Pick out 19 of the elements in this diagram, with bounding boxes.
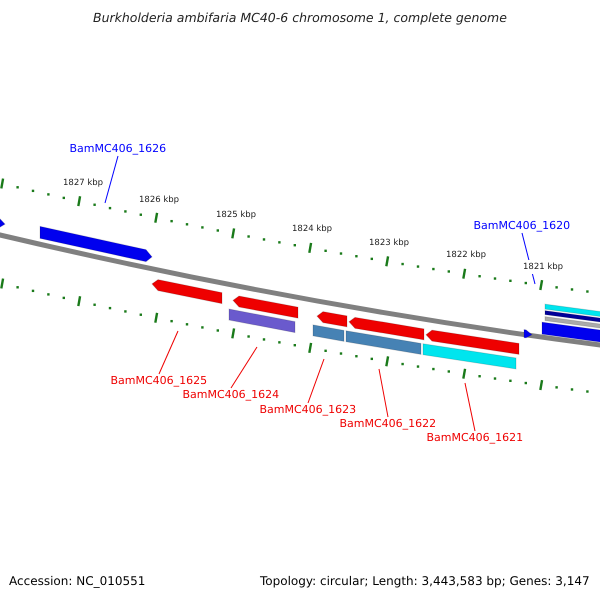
title: Burkholderia ambifaria MC40-6 chromosome 1, complete genome <box>93 11 507 25</box>
gene-label: BamMC406_1622 <box>340 417 436 431</box>
gene-label: BamMC406_1624 <box>182 388 280 402</box>
accession-text: Accession: NC_010551 <box>9 574 146 588</box>
gene-label: BamMC406_1626 <box>70 142 166 156</box>
gene-label: BamMC406_1621 <box>426 431 524 445</box>
leader-line <box>104 156 118 204</box>
tick-label: 1826 kbp <box>139 192 180 207</box>
leader-line <box>230 346 258 388</box>
leader-line <box>158 330 178 374</box>
leader-line <box>308 358 324 404</box>
tick-label: 1823 kbp <box>369 236 410 250</box>
leader-line <box>464 382 476 432</box>
gene-label: BamMC406_1623 <box>260 403 356 417</box>
leader-line <box>378 368 388 418</box>
genome-info-text: Topology: circular; Length: 3,443,583 bp; Genes: 3,147 <box>260 574 590 588</box>
gene-label: BamMC406_1620 <box>474 219 570 233</box>
tick-label: 1821 kbp <box>523 260 564 274</box>
gene-label: BamMC406_1625 <box>110 374 208 388</box>
